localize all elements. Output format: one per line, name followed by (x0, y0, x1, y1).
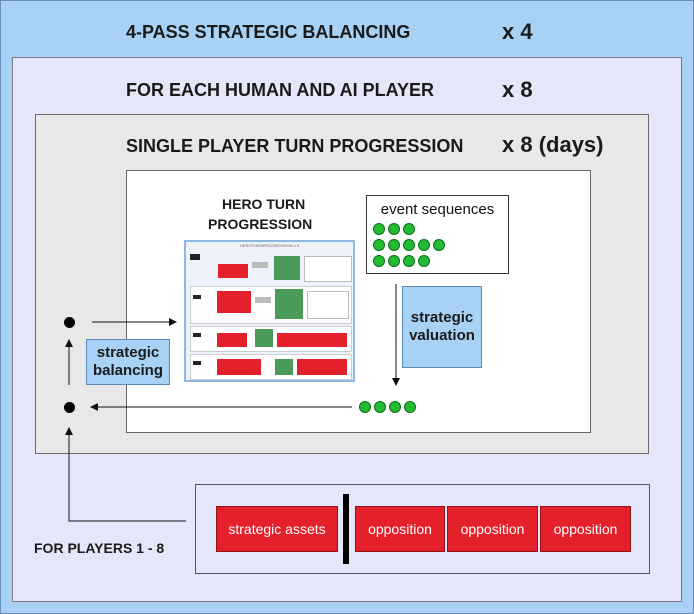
hero-thumbnail: HEROTURNPROGRESSION x 8 (184, 240, 355, 382)
event-dot (373, 239, 385, 251)
event-sequences-title: event sequences (380, 201, 495, 218)
event-dot (403, 223, 415, 235)
outer-title: 4-PASS STRATEGIC BALANCING (126, 22, 411, 42)
thumb-row-2 (190, 286, 352, 324)
event-dot (418, 239, 430, 251)
strategic-assets-box: strategic assets (216, 506, 338, 552)
players-range-label: FOR PLAYERS 1 - 8 (34, 540, 165, 556)
player-multiplier: x 8 (502, 77, 533, 102)
result-dot (404, 401, 416, 413)
single-turn-title: SINGLE PLAYER TURN PROGRESSION (126, 136, 464, 156)
thumb-row-4 (190, 354, 352, 380)
event-sequences-box: event sequences (366, 195, 509, 274)
strategic-valuation-line2: valuation (409, 327, 475, 344)
event-dot (373, 255, 385, 267)
result-dot (359, 401, 371, 413)
event-dot (433, 239, 445, 251)
result-dot (374, 401, 386, 413)
opposition-box-2: opposition (447, 506, 538, 552)
state-dot-upper (64, 317, 75, 328)
opposition-box-3: opposition (540, 506, 631, 552)
event-dot (373, 223, 385, 235)
hero-title-line2: PROGRESSION (208, 216, 313, 232)
state-dot-lower (64, 402, 75, 413)
strategic-valuation-line1: strategic (410, 309, 474, 326)
strategic-valuation-box: strategic valuation (402, 286, 482, 368)
event-dot (388, 223, 400, 235)
hero-title-line1: HERO TURN (222, 196, 306, 212)
player-title: FOR EACH HUMAN AND AI PLAYER (126, 80, 435, 100)
event-dot (388, 255, 400, 267)
single-turn-multiplier: x 8 (days) (502, 132, 604, 157)
result-dot (389, 401, 401, 413)
event-dot (418, 255, 430, 267)
assets-separator (343, 494, 349, 564)
event-dot (403, 239, 415, 251)
hero-thumbnail-title: HEROTURNPROGRESSION x 8 (240, 243, 299, 248)
arrow-players-to-dot (65, 427, 186, 522)
outer-multiplier: x 4 (502, 19, 533, 44)
thumb-row-1 (190, 252, 352, 282)
strategic-balancing-line1: strategic (96, 344, 160, 361)
opposition-box-1: opposition (355, 506, 445, 552)
thumb-row-3 (190, 326, 352, 352)
strategic-balancing-box: strategic balancing (86, 339, 170, 385)
event-dot (403, 255, 415, 267)
event-dot (388, 239, 400, 251)
strategic-balancing-line2: balancing (92, 362, 163, 379)
